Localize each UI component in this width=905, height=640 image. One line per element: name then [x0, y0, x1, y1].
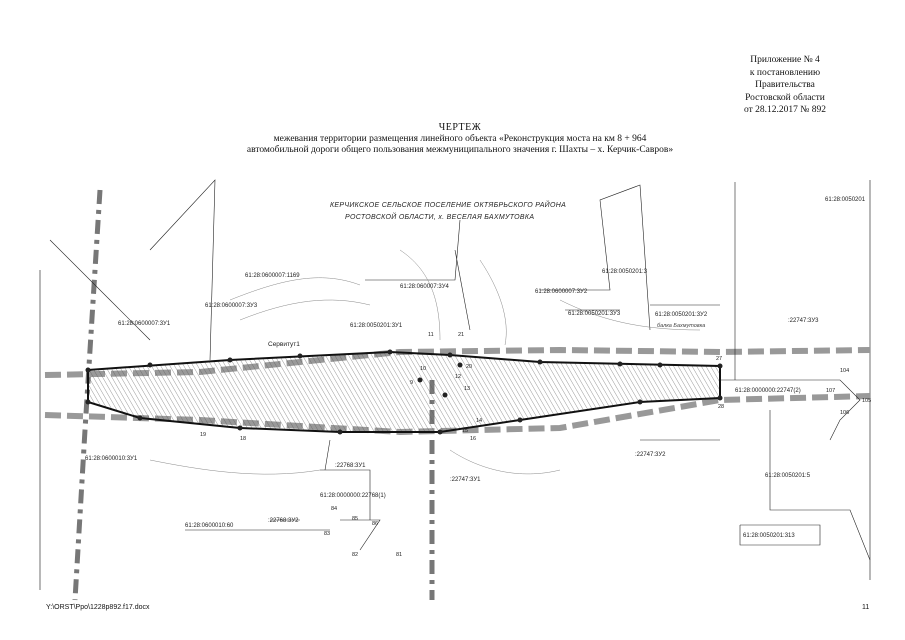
- parcel-label: 61:28:0600010:3У1: [85, 456, 138, 462]
- parcel-label: 61:28:0000000:22768(1): [320, 493, 386, 499]
- parcel-label: 61:28:0600007:3У2: [535, 289, 588, 295]
- drawing-title: ЧЕРТЕЖ межевания территории размещения л…: [150, 122, 770, 157]
- point-label: 13: [464, 386, 470, 392]
- file-path: Y:\ORST\Ppo\1228p892.f17.docx: [46, 604, 150, 611]
- point-label: 85: [352, 516, 358, 522]
- point-label: 83: [324, 531, 330, 537]
- point-label: 21: [458, 332, 464, 338]
- parcel-label: 61:28:0050201:5: [765, 473, 811, 479]
- title-main: ЧЕРТЕЖ: [438, 122, 482, 133]
- point-label: 18: [240, 436, 246, 442]
- settlement-label-1: КЕРЧИКСКОЕ СЕЛЬСКОЕ ПОСЕЛЕНИЕ ОКТЯБРЬСКО…: [330, 200, 566, 209]
- point-label: 81: [396, 552, 402, 558]
- point-label: 14: [476, 418, 482, 424]
- appendix-block: Приложение № 4 к постановлению Правитель…: [700, 54, 870, 117]
- parcel-label: 61:28:0050201:3У1: [350, 323, 403, 329]
- parcel-label: 61:28:0000000:22747(2): [735, 388, 801, 394]
- parcel-lines: [49, 179, 871, 561]
- parcel-label: 61:28:0050201:313: [743, 533, 795, 539]
- point-label: 86: [372, 521, 378, 527]
- parcel-label: 61:28:0050201:3У2: [655, 312, 708, 318]
- parcel-label: 61:28:0600007:3У3: [205, 303, 258, 309]
- point-label: 19: [200, 432, 206, 438]
- parcel-label: :22768:3У2: [268, 518, 299, 524]
- parcel-label: 61:28:0050201: [825, 197, 866, 203]
- point-label: 107: [826, 388, 835, 394]
- parcel-labels: 61:28:0050201 61:28:0600007:1169 61:28:0…: [85, 197, 866, 539]
- title-line: межевания территории размещения линейног…: [273, 133, 647, 144]
- point-label: 15: [462, 428, 468, 434]
- point-label: 11: [428, 332, 434, 338]
- point-label: 27: [716, 356, 722, 362]
- point-label: 20: [466, 364, 472, 370]
- settlement-label-2: РОСТОВСКОЙ ОБЛАСТИ, х. ВЕСЕЛАЯ БАХМУТОВК…: [345, 212, 534, 221]
- parcel-label: 61:28:0600007:3У1: [118, 321, 171, 327]
- river-label: балка Бахмутовка: [657, 323, 705, 329]
- point-labels: 104 107 105 106 27 28 16 15 14 13 12 11 …: [200, 332, 871, 558]
- point-label: 84: [331, 506, 337, 512]
- point-label: 12: [455, 374, 461, 380]
- parcel-label: :22747:3У2: [635, 452, 666, 458]
- appendix-line: Приложение № 4: [750, 55, 820, 65]
- admin-boundary-left: [72, 189, 103, 601]
- point-label: 82: [352, 552, 358, 558]
- point-label: 28: [718, 404, 724, 410]
- point-label: 16: [470, 436, 476, 442]
- point-label: 10: [420, 366, 426, 372]
- parcel-label: :22747:3У1: [450, 477, 481, 483]
- appendix-line: к постановлению: [749, 67, 821, 78]
- point-label: 9: [410, 380, 413, 386]
- point-label: 104: [840, 368, 849, 374]
- page-number: 11: [862, 604, 870, 611]
- parcel-label: 61:28:0050201:3У3: [568, 311, 621, 317]
- title-line: автомобильной дороги общего пользования …: [246, 145, 674, 155]
- point-label: 105: [862, 398, 871, 404]
- appendix-line: Правительства: [755, 80, 815, 91]
- frame-lines: [39, 180, 871, 590]
- parcel-label: 61:28:0600010:60: [185, 523, 234, 529]
- appendix-line: Ростовской области: [745, 92, 825, 103]
- boundary-nodes: [85, 349, 723, 435]
- parcel-label: 61:28:0050201:3: [602, 269, 648, 275]
- parcel-label: :22768:3У1: [335, 463, 366, 469]
- point-label: 106: [840, 410, 849, 416]
- appendix-line: от 28.12.2017 № 892: [744, 105, 826, 116]
- parcel-label: 61:28:060007:3У4: [400, 284, 450, 290]
- servitude-label: Сервитут1: [268, 341, 300, 348]
- right-of-way-area: [87, 350, 721, 433]
- parcel-label: :22747:3У3: [788, 318, 819, 324]
- terrain-contours: [149, 249, 701, 475]
- parcel-label: 61:28:0600007:1169: [245, 273, 300, 279]
